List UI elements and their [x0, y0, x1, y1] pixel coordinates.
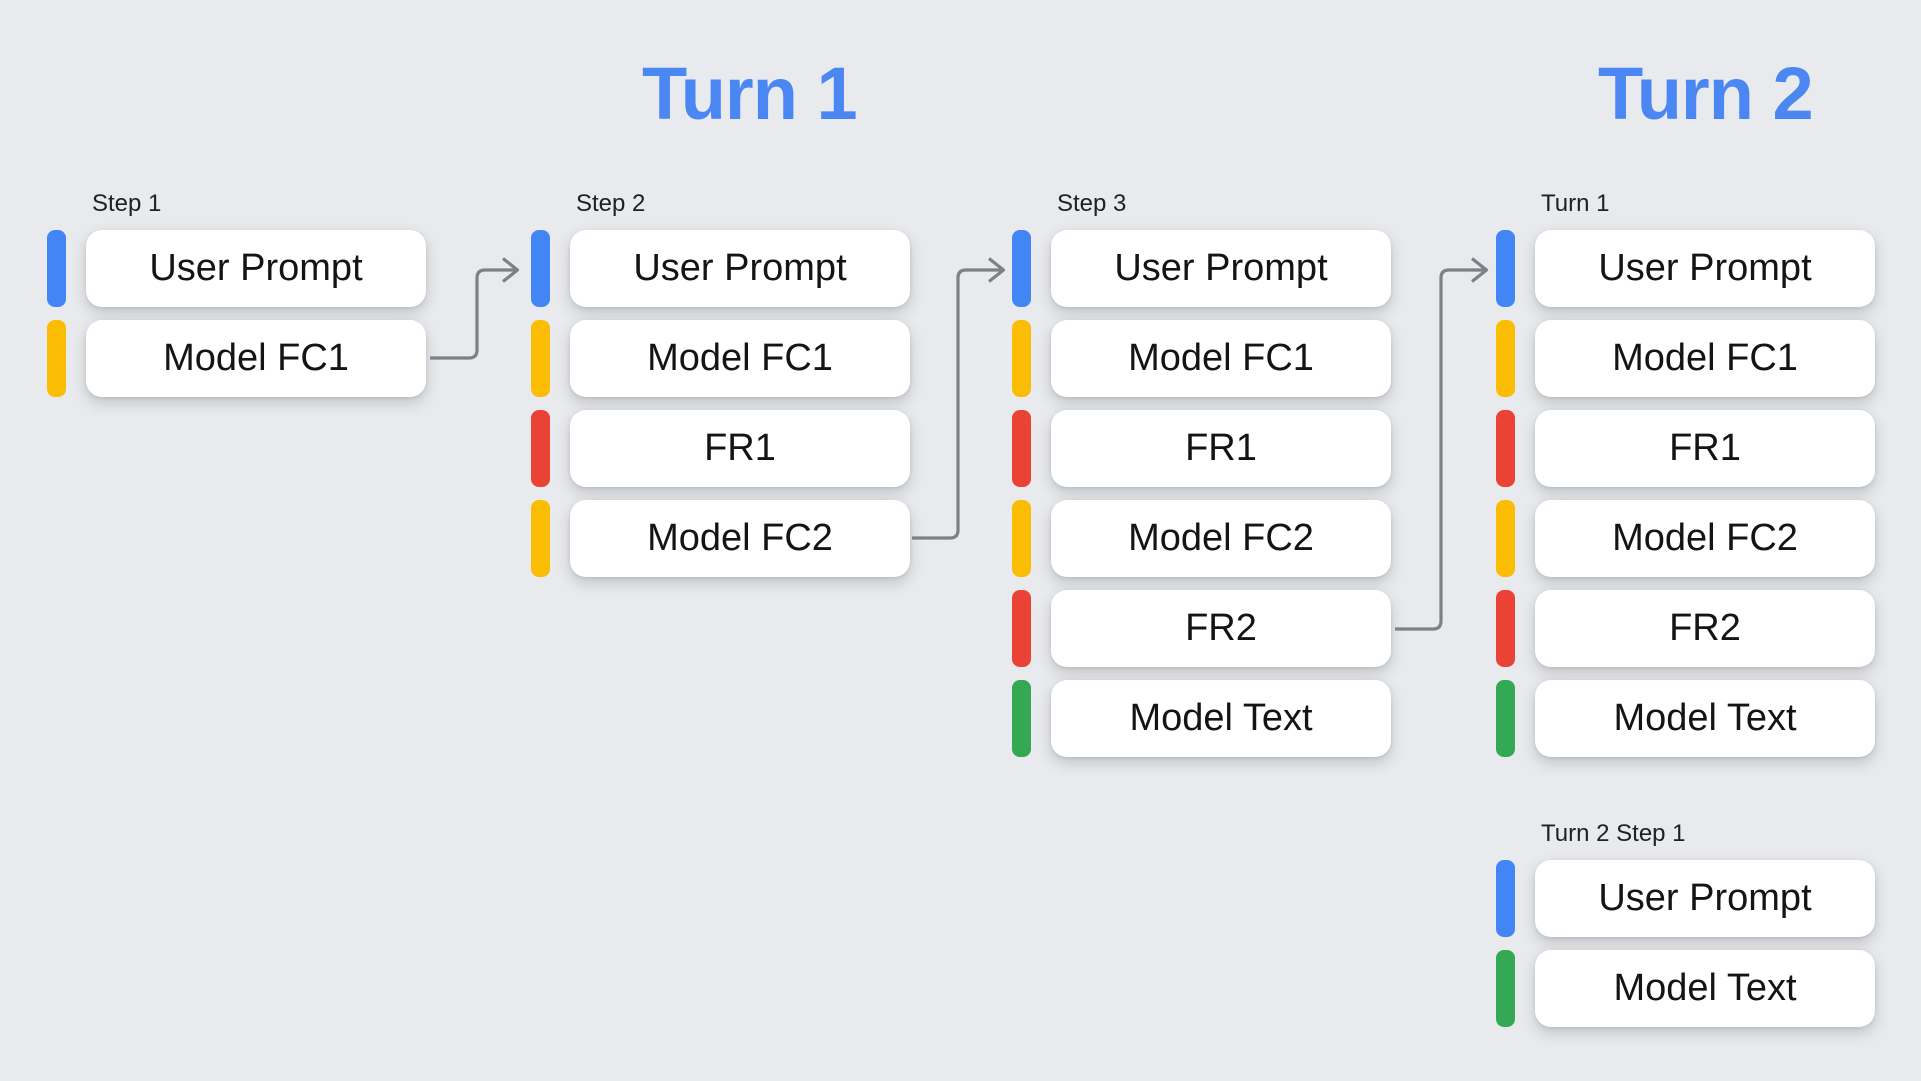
model-text-color-bar [1012, 680, 1031, 757]
item-row: FR2 [1012, 590, 1396, 667]
column-step-3: Step 3 User Prompt Model FC1 FR1 Model F… [1012, 188, 1396, 757]
fr1-card: FR1 [570, 410, 910, 487]
column-label: Step 2 [576, 190, 646, 217]
fr1-card: FR1 [1051, 410, 1391, 487]
item-row: Model FC1 [1496, 320, 1880, 397]
arrowhead-icon [1471, 257, 1489, 283]
model-fc2-card: Model FC2 [570, 500, 910, 577]
item-row: User Prompt [1496, 230, 1880, 307]
user-prompt-color-bar [47, 230, 66, 307]
column-label: Step 3 [1057, 190, 1127, 217]
item-row: FR2 [1496, 590, 1880, 667]
user-prompt-color-bar [531, 230, 550, 307]
model-fc1-card: Model FC1 [570, 320, 910, 397]
item-row: Model FC1 [47, 320, 431, 397]
user-prompt-card: User Prompt [1535, 860, 1875, 937]
item-row: Model FC1 [1012, 320, 1396, 397]
arrowhead-icon [988, 257, 1006, 283]
item-row: Model FC1 [531, 320, 915, 397]
function-response-color-bar [1496, 590, 1515, 667]
item-row: User Prompt [1496, 860, 1880, 937]
item-row: FR1 [531, 410, 915, 487]
turn-2-title: Turn 2 [1598, 52, 1814, 135]
function-response-color-bar [531, 410, 550, 487]
model-fc-color-bar [47, 320, 66, 397]
user-prompt-color-bar [1496, 230, 1515, 307]
function-response-color-bar [1012, 410, 1031, 487]
model-fc-color-bar [531, 500, 550, 577]
arrow-step2-to-step3 [912, 257, 1006, 540]
item-row: Model FC2 [1496, 500, 1880, 577]
user-prompt-card: User Prompt [1535, 230, 1875, 307]
arrow-step3-to-turn1 [1395, 257, 1489, 631]
column-turn-2-step-1: Turn 2 Step 1 User Prompt Model Text [1496, 818, 1880, 1027]
model-fc1-card: Model FC1 [1051, 320, 1391, 397]
model-text-color-bar [1496, 950, 1515, 1027]
model-text-card: Model Text [1051, 680, 1391, 757]
fr2-card: FR2 [1535, 590, 1875, 667]
column-label: Turn 2 Step 1 [1541, 820, 1686, 847]
item-row: Model FC2 [531, 500, 915, 577]
user-prompt-card: User Prompt [86, 230, 426, 307]
model-fc2-card: Model FC2 [1535, 500, 1875, 577]
item-row: User Prompt [47, 230, 431, 307]
item-row: User Prompt [1012, 230, 1396, 307]
function-response-color-bar [1496, 410, 1515, 487]
item-row: User Prompt [531, 230, 915, 307]
model-fc1-card: Model FC1 [1535, 320, 1875, 397]
column-label: Turn 1 [1541, 190, 1610, 217]
model-fc-color-bar [1496, 500, 1515, 577]
item-row: FR1 [1496, 410, 1880, 487]
model-fc2-card: Model FC2 [1051, 500, 1391, 577]
model-fc-color-bar [1012, 500, 1031, 577]
model-fc-color-bar [531, 320, 550, 397]
function-response-color-bar [1012, 590, 1031, 667]
model-fc1-card: Model FC1 [86, 320, 426, 397]
column-turn-1: Turn 1 User Prompt Model FC1 FR1 Model F… [1496, 188, 1880, 757]
item-row: Model Text [1496, 680, 1880, 757]
fr1-card: FR1 [1535, 410, 1875, 487]
column-step-1: Step 1 User Prompt Model FC1 [47, 188, 431, 397]
turn-1-title: Turn 1 [642, 52, 858, 135]
column-step-2: Step 2 User Prompt Model FC1 FR1 Model F… [531, 188, 915, 577]
model-text-card: Model Text [1535, 680, 1875, 757]
item-row: Model FC2 [1012, 500, 1396, 577]
arrowhead-icon [502, 257, 520, 283]
column-label: Step 1 [92, 190, 162, 217]
item-row: Model Text [1496, 950, 1880, 1027]
user-prompt-card: User Prompt [570, 230, 910, 307]
user-prompt-card: User Prompt [1051, 230, 1391, 307]
model-fc-color-bar [1012, 320, 1031, 397]
fr2-card: FR2 [1051, 590, 1391, 667]
user-prompt-color-bar [1012, 230, 1031, 307]
user-prompt-color-bar [1496, 860, 1515, 937]
item-row: Model Text [1012, 680, 1396, 757]
model-fc-color-bar [1496, 320, 1515, 397]
item-row: FR1 [1012, 410, 1396, 487]
model-text-card: Model Text [1535, 950, 1875, 1027]
model-text-color-bar [1496, 680, 1515, 757]
arrow-step1-to-step2 [430, 257, 520, 360]
